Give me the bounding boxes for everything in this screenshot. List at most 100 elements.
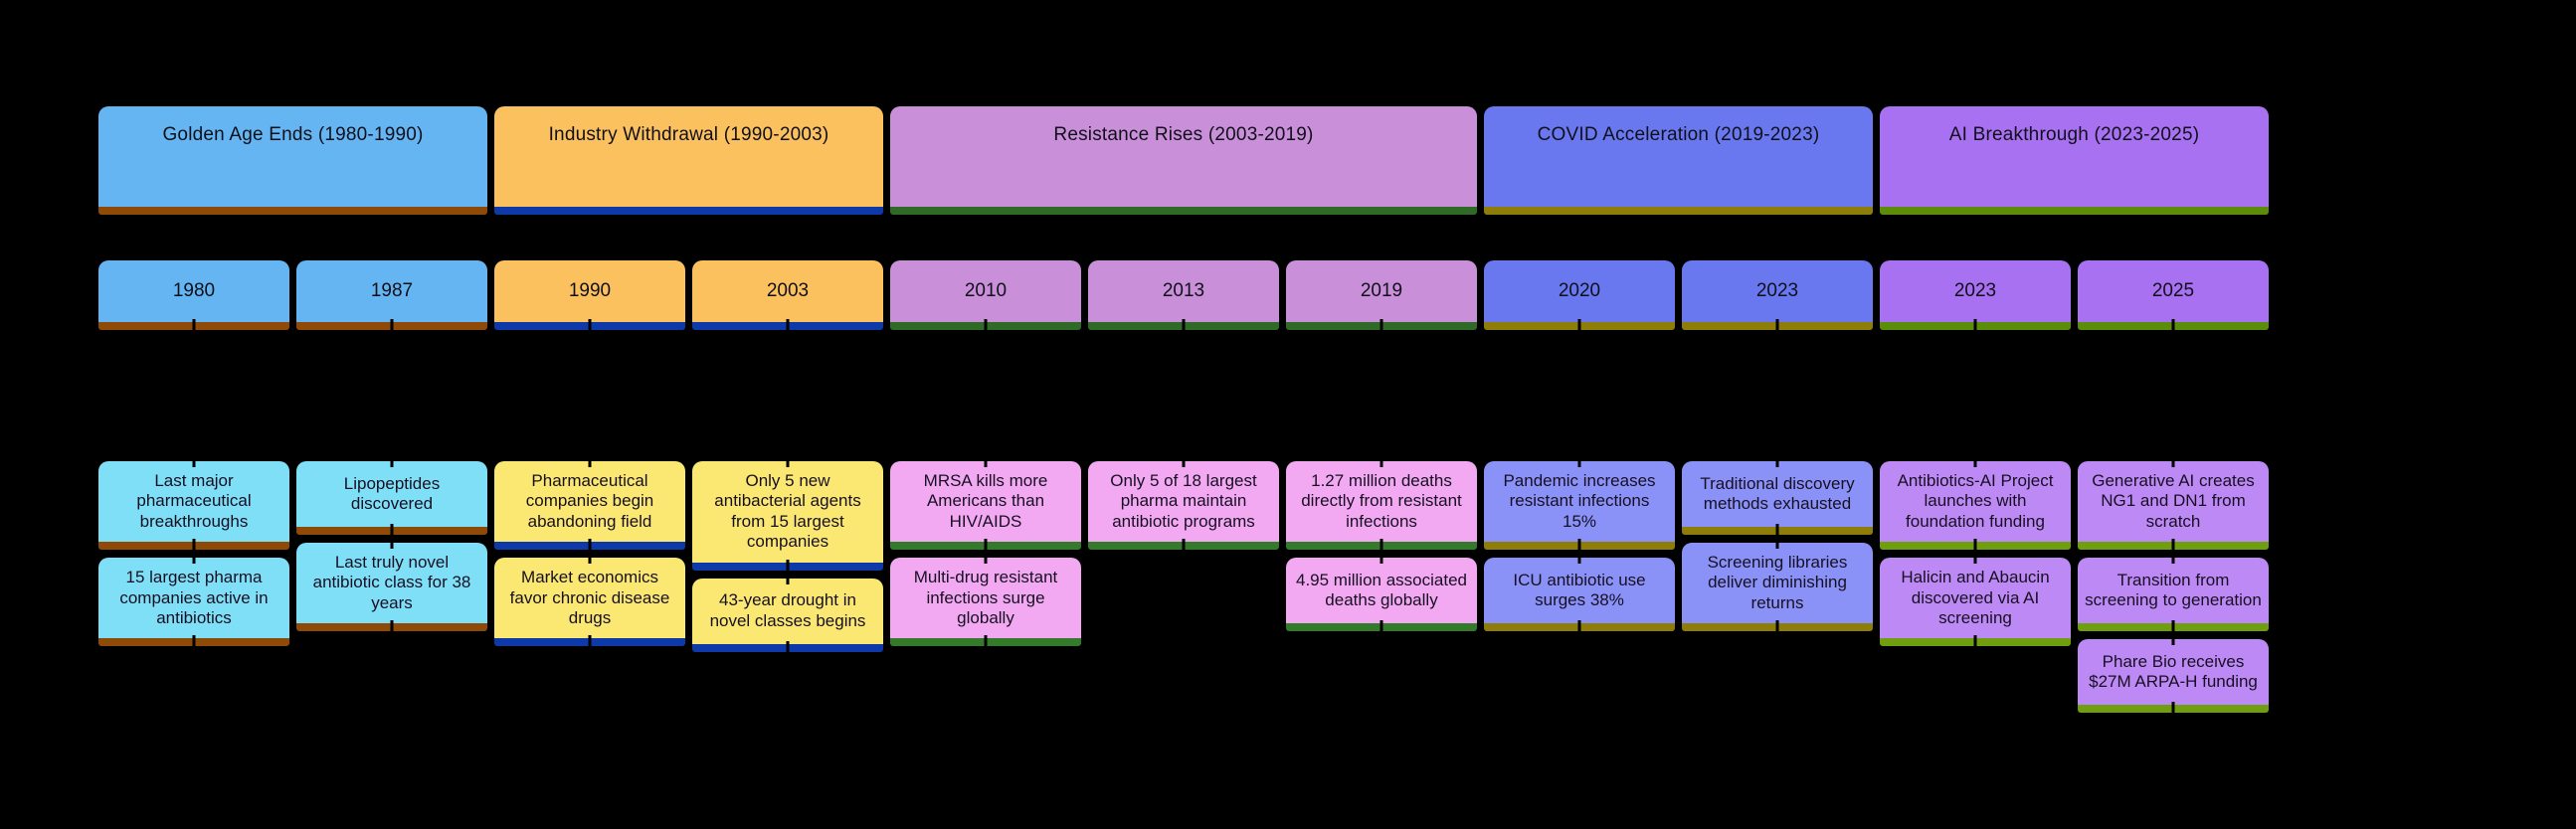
event-label: Generative AI creates NG1 and DN1 from s… bbox=[2092, 471, 2255, 531]
connector-tick-bottom bbox=[1182, 319, 1186, 330]
connector-tick-bottom bbox=[786, 319, 790, 330]
connector-tick-top bbox=[588, 460, 592, 467]
event-box: Last major pharmaceutical breakthroughs bbox=[98, 460, 289, 551]
year-box: 1990 bbox=[494, 260, 685, 330]
connector-tick-bottom bbox=[1973, 319, 1977, 330]
connector-tick-bottom bbox=[390, 319, 394, 330]
event-box: Pandemic increases resistant infections … bbox=[1484, 460, 1675, 551]
connector-tick-top bbox=[1973, 460, 1977, 467]
year-box: 2023 bbox=[1682, 260, 1873, 330]
event-box: 1.27 million deaths directly from resist… bbox=[1286, 460, 1477, 551]
event-box: Pharmaceutical companies begin abandonin… bbox=[494, 460, 685, 551]
era-label: COVID Acceleration (2019-2023) bbox=[1537, 124, 1820, 145]
year-box: 2013 bbox=[1088, 260, 1279, 330]
event-column: Only 5 new antibacterial agents from 15 … bbox=[692, 460, 883, 652]
year-label: 1980 bbox=[172, 280, 216, 301]
event-column: 1.27 million deaths directly from resist… bbox=[1286, 460, 1477, 632]
year-label: 1990 bbox=[568, 280, 612, 301]
connector-tick-top bbox=[1182, 460, 1186, 467]
year-box: 2019 bbox=[1286, 260, 1477, 330]
event-label: Market economics favor chronic disease d… bbox=[509, 568, 670, 627]
era-row: Golden Age Ends (1980-1990)Industry With… bbox=[98, 106, 2269, 215]
connector-tick-bottom bbox=[588, 319, 592, 330]
connector-tick-bottom bbox=[786, 559, 790, 571]
year-box: 2003 bbox=[692, 260, 883, 330]
event-label: Antibiotics-AI Project launches with fou… bbox=[1897, 471, 2054, 531]
event-box: Only 5 of 18 largest pharma maintain ant… bbox=[1088, 460, 1279, 551]
connector-tick-top bbox=[1380, 557, 1383, 565]
connector-tick-top bbox=[2171, 557, 2175, 565]
event-box: ICU antibiotic use surges 38% bbox=[1484, 557, 1675, 632]
connector-tick-top bbox=[786, 577, 790, 584]
event-label: Last major pharmaceutical breakthroughs bbox=[136, 471, 252, 531]
event-box: Last truly novel antibiotic class for 38… bbox=[296, 542, 487, 632]
event-label: Halicin and Abaucin discovered via AI sc… bbox=[1901, 568, 2050, 627]
event-label: Lipopeptides discovered bbox=[343, 473, 441, 513]
event-box: Phare Bio receives $27M ARPA-H funding bbox=[2078, 638, 2269, 714]
event-box: Halicin and Abaucin discovered via AI sc… bbox=[1880, 557, 2071, 647]
connector-tick-bottom bbox=[2171, 620, 2175, 632]
connector-tick-top bbox=[786, 460, 790, 467]
connector-tick-bottom bbox=[390, 524, 394, 535]
year-box: 2025 bbox=[2078, 260, 2269, 330]
event-column: Generative AI creates NG1 and DN1 from s… bbox=[2078, 460, 2269, 714]
connector-tick-bottom bbox=[786, 640, 790, 652]
era-box: Resistance Rises (2003-2019) bbox=[890, 106, 1477, 215]
event-column: Pandemic increases resistant infections … bbox=[1484, 460, 1675, 632]
year-box: 2023 bbox=[1880, 260, 2071, 330]
connector-tick-bottom bbox=[192, 539, 196, 551]
connector-tick-top bbox=[390, 542, 394, 549]
connector-tick-top bbox=[192, 460, 196, 467]
connector-tick-top bbox=[1775, 542, 1779, 549]
era-label: AI Breakthrough (2023-2025) bbox=[1948, 124, 2200, 145]
event-label: 15 largest pharma companies active in an… bbox=[119, 568, 269, 627]
year-label: 2023 bbox=[1755, 280, 1799, 301]
era-box: COVID Acceleration (2019-2023) bbox=[1484, 106, 1873, 215]
connector-tick-bottom bbox=[1380, 539, 1383, 551]
year-label: 2025 bbox=[2151, 280, 2195, 301]
connector-tick-bottom bbox=[1577, 539, 1581, 551]
era-box: Industry Withdrawal (1990-2003) bbox=[494, 106, 883, 215]
connector-tick-bottom bbox=[1775, 620, 1779, 632]
event-box: Screening libraries deliver diminishing … bbox=[1682, 542, 1873, 632]
event-label: 1.27 million deaths directly from resist… bbox=[1301, 471, 1462, 531]
event-label: MRSA kills more Americans than HIV/AIDS bbox=[923, 471, 1048, 531]
connector-tick-bottom bbox=[1380, 620, 1383, 632]
event-box: Only 5 new antibacterial agents from 15 … bbox=[692, 460, 883, 571]
event-column: MRSA kills more Americans than HIV/AIDS M… bbox=[890, 460, 1081, 647]
event-box: Multi-drug resistant infections surge gl… bbox=[890, 557, 1081, 647]
connector-tick-top bbox=[1577, 557, 1581, 565]
event-label: Pandemic increases resistant infections … bbox=[1503, 471, 1656, 531]
year-label: 2019 bbox=[1360, 280, 1403, 301]
connector-tick-bottom bbox=[984, 539, 988, 551]
connector-tick-bottom bbox=[390, 620, 394, 632]
year-box: 1987 bbox=[296, 260, 487, 330]
timeline-diagram: Golden Age Ends (1980-1990)Industry With… bbox=[98, 106, 2269, 714]
year-box: 2010 bbox=[890, 260, 1081, 330]
year-label: 1987 bbox=[370, 280, 414, 301]
year-label: 2023 bbox=[1953, 280, 1997, 301]
event-label: ICU antibiotic use surges 38% bbox=[1513, 570, 1646, 610]
year-label: 2010 bbox=[964, 280, 1008, 301]
connector-tick-top bbox=[2171, 638, 2175, 646]
connector-tick-bottom bbox=[1182, 539, 1186, 551]
connector-tick-top bbox=[1380, 460, 1383, 467]
event-column: Only 5 of 18 largest pharma maintain ant… bbox=[1088, 460, 1279, 551]
era-box: Golden Age Ends (1980-1990) bbox=[98, 106, 487, 215]
event-label: 43-year drought in novel classes begins bbox=[709, 590, 866, 630]
event-row: Last major pharmaceutical breakthroughs 1… bbox=[98, 460, 2269, 714]
connector-tick-bottom bbox=[2171, 319, 2175, 330]
connector-tick-top bbox=[1775, 460, 1779, 467]
connector-tick-bottom bbox=[1973, 635, 1977, 647]
event-box: 15 largest pharma companies active in an… bbox=[98, 557, 289, 647]
event-label: Transition from screening to generation bbox=[2085, 570, 2262, 610]
connector-tick-top bbox=[984, 460, 988, 467]
connector-tick-bottom bbox=[192, 635, 196, 647]
event-box: Traditional discovery methods exhausted bbox=[1682, 460, 1873, 535]
event-box: 43-year drought in novel classes begins bbox=[692, 577, 883, 652]
connector-tick-bottom bbox=[2171, 539, 2175, 551]
event-label: Only 5 of 18 largest pharma maintain ant… bbox=[1110, 471, 1257, 531]
